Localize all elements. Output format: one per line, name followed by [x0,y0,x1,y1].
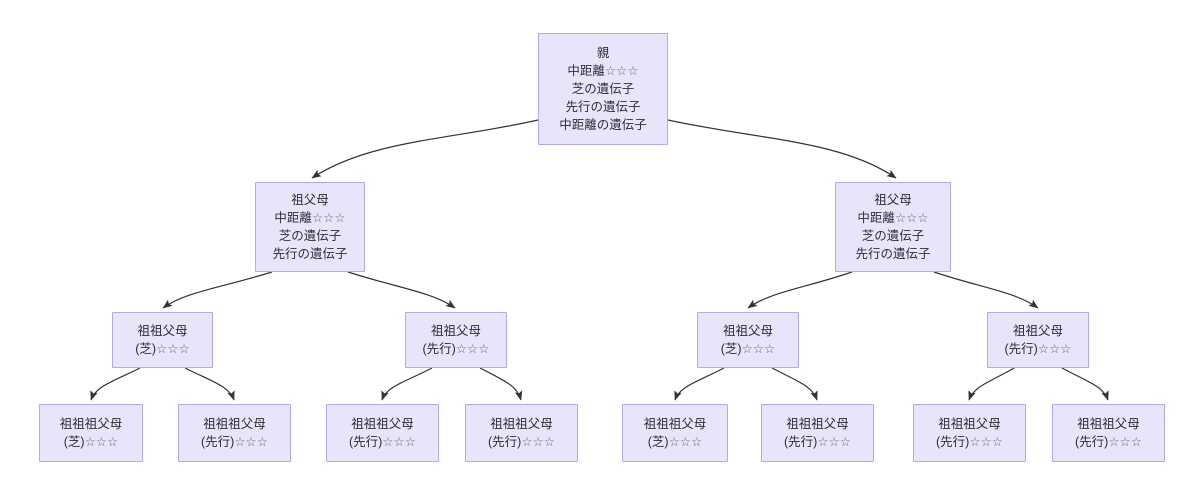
node-grandparent-left[interactable]: 祖父母中距離☆☆☆ 芝の遺伝子先行の遺伝子 [255,182,365,272]
node-parent-line-4: 中距離の遺伝子 [559,118,647,132]
node-great-great-grandparent-7-line-1: (先行)☆☆☆ [936,435,1003,449]
node-parent[interactable]: 親中距離☆☆☆ 芝の遺伝子先行の遺伝子中距離の遺伝子 [538,33,668,145]
node-great-great-grandparent-2-line-1: (先行)☆☆☆ [201,435,268,449]
node-great-grandparent-3[interactable]: 祖祖父母 (芝)☆☆☆ [697,312,799,368]
node-grandparent-right-line-3: 先行の遺伝子 [855,247,931,261]
edge-grandparent-right-to-great-grandparent-3 [747,271,853,309]
node-great-great-grandparent-8-line-0: 祖祖祖父母 [1077,417,1140,431]
node-great-grandparent-2-line-1: (先行)☆☆☆ [422,342,490,356]
star-rating: ☆☆☆ [817,435,851,449]
node-grandparent-right-line-1: 中距離☆☆☆ [857,211,929,225]
node-great-great-grandparent-6-line-0: 祖祖祖父母 [786,417,849,431]
node-great-grandparent-1-line-0: 祖祖父母 [137,324,188,338]
node-great-grandparent-2[interactable]: 祖祖父母 (先行)☆☆☆ [405,312,507,368]
edge-great-grandparent-2-to-great-great-grandparent-4 [479,367,523,401]
star-rating: ☆☆☆ [969,435,1003,449]
star-rating: ☆☆☆ [156,342,190,356]
node-great-great-grandparent-5[interactable]: 祖祖祖父母 (芝)☆☆☆ [622,404,728,462]
star-rating: ☆☆☆ [1108,435,1142,449]
star-rating: ☆☆☆ [521,435,555,449]
node-great-great-grandparent-5-line-1: (芝)☆☆☆ [647,435,703,449]
edge-grandparent-left-to-great-grandparent-2 [347,271,456,309]
edge-great-grandparent-2-to-great-great-grandparent-3 [381,367,433,401]
node-great-great-grandparent-4-line-0: 祖祖祖父母 [490,417,553,431]
star-rating: ☆☆☆ [455,342,490,356]
node-great-great-grandparent-1-line-1: (芝)☆☆☆ [63,435,119,449]
node-grandparent-right-line-2: 芝の遺伝子 [861,229,925,243]
node-grandparent-left-line-0: 祖父母 [291,193,329,207]
node-grandparent-right-line-0: 祖父母 [874,193,912,207]
edge-parent-to-grandparent-right [667,119,897,179]
node-great-great-grandparent-8-line-1: (先行)☆☆☆ [1075,435,1142,449]
node-great-great-grandparent-6-line-1: (先行)☆☆☆ [784,435,851,449]
node-great-great-grandparent-3[interactable]: 祖祖祖父母 (先行)☆☆☆ [326,404,439,462]
node-parent-line-3: 先行の遺伝子 [565,100,641,114]
node-great-grandparent-1-line-1: (芝)☆☆☆ [135,342,190,356]
edges-group [90,119,1109,401]
star-rating: ☆☆☆ [84,435,119,449]
node-parent-line-2: 芝の遺伝子 [571,82,635,96]
edge-grandparent-left-to-great-grandparent-1 [162,271,273,309]
star-rating: ☆☆☆ [604,64,639,78]
node-grandparent-left-line-1: 中距離☆☆☆ [274,211,346,225]
star-rating: ☆☆☆ [741,342,776,356]
node-parent-line-1: 中距離☆☆☆ [567,64,639,78]
node-parent-line-0: 親 [596,46,610,60]
node-great-grandparent-4-line-0: 祖祖父母 [1012,324,1063,338]
edge-great-grandparent-4-to-great-great-grandparent-7 [968,367,1015,401]
star-rating: ☆☆☆ [311,211,346,225]
edge-grandparent-right-to-great-grandparent-4 [933,271,1039,309]
node-great-grandparent-1[interactable]: 祖祖父母 (芝)☆☆☆ [112,312,213,368]
edge-great-grandparent-1-to-great-great-grandparent-1 [90,367,141,401]
node-great-grandparent-2-line-0: 祖祖父母 [430,324,481,338]
node-great-grandparent-4-line-1: (先行)☆☆☆ [1004,342,1072,356]
node-grandparent-left-line-2: 芝の遺伝子 [278,229,342,243]
node-great-great-grandparent-3-line-1: (先行)☆☆☆ [349,435,416,449]
node-great-great-grandparent-2[interactable]: 祖祖祖父母 (先行)☆☆☆ [178,404,291,462]
node-great-grandparent-3-line-0: 祖祖父母 [722,324,773,338]
node-great-great-grandparent-1[interactable]: 祖祖祖父母 (芝)☆☆☆ [39,404,143,462]
edge-great-grandparent-3-to-great-great-grandparent-6 [771,367,818,401]
node-great-great-grandparent-1-line-0: 祖祖祖父母 [59,417,123,431]
star-rating: ☆☆☆ [234,435,268,449]
node-great-great-grandparent-8[interactable]: 祖祖祖父母 (先行)☆☆☆ [1052,404,1165,462]
node-great-grandparent-4[interactable]: 祖祖父母 (先行)☆☆☆ [987,312,1089,368]
edge-great-grandparent-1-to-great-great-grandparent-2 [184,367,235,401]
node-grandparent-right[interactable]: 祖父母中距離☆☆☆ 芝の遺伝子先行の遺伝子 [835,182,951,272]
node-great-great-grandparent-7[interactable]: 祖祖祖父母 (先行)☆☆☆ [913,404,1026,462]
node-great-great-grandparent-2-line-0: 祖祖祖父母 [203,417,266,431]
star-rating: ☆☆☆ [382,435,416,449]
node-great-great-grandparent-6[interactable]: 祖祖祖父母 (先行)☆☆☆ [761,404,874,462]
star-rating: ☆☆☆ [894,211,929,225]
star-rating: ☆☆☆ [1037,342,1072,356]
edge-great-grandparent-3-to-great-great-grandparent-5 [674,367,725,401]
edge-parent-to-grandparent-left [311,119,539,179]
edge-great-grandparent-4-to-great-great-grandparent-8 [1061,367,1109,401]
node-great-grandparent-3-line-1: (芝)☆☆☆ [720,342,776,356]
node-great-great-grandparent-4-line-1: (先行)☆☆☆ [488,435,555,449]
node-great-great-grandparent-3-line-0: 祖祖祖父母 [351,417,414,431]
star-rating: ☆☆☆ [668,435,703,449]
node-great-great-grandparent-7-line-0: 祖祖祖父母 [938,417,1001,431]
node-great-great-grandparent-5-line-0: 祖祖祖父母 [643,417,707,431]
node-great-great-grandparent-4[interactable]: 祖祖祖父母 (先行)☆☆☆ [465,404,578,462]
node-grandparent-left-line-3: 先行の遺伝子 [272,247,348,261]
